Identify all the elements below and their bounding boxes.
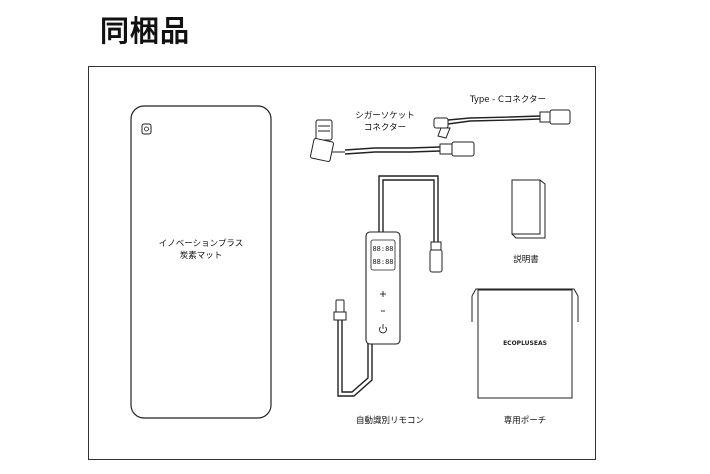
cigar-connector-label: シガーソケット コネクター xyxy=(350,110,420,134)
page-title: 同梱品 xyxy=(100,14,191,48)
typec-connector xyxy=(433,109,571,139)
remote-display-bottom: 88:88 xyxy=(372,258,393,266)
cigar-connector-label-line2: コネクター xyxy=(363,123,407,133)
remote-label: 自動識別リモコン xyxy=(355,416,424,426)
manual xyxy=(511,179,546,239)
remote-cable xyxy=(333,175,443,397)
cigar-socket-connector xyxy=(310,119,475,162)
contents-frame xyxy=(88,66,596,460)
pouch-brand-logo: ECOPLUSEAS xyxy=(503,340,547,347)
cigar-connector-label-line1: シガーソケット xyxy=(355,111,415,121)
carbon-mat xyxy=(130,105,272,419)
pouch-label: 専用ポーチ xyxy=(503,416,547,426)
manual-label: 説明書 xyxy=(513,255,539,265)
carbon-mat-label-line1: イノベーションプラス xyxy=(158,239,244,249)
plus-icon xyxy=(380,291,386,297)
power-icon xyxy=(379,324,387,334)
auto-detect-remote: 88:88 88:88 xyxy=(365,231,401,345)
typec-connector-label: Type - Cコネクター xyxy=(469,95,547,105)
pouch: ECOPLUSEAS xyxy=(471,288,579,399)
carbon-mat-label: イノベーションプラス 炭素マット xyxy=(151,238,251,262)
carbon-mat-label-line2: 炭素マット xyxy=(179,251,223,261)
remote-display-top: 88:88 xyxy=(372,245,393,253)
